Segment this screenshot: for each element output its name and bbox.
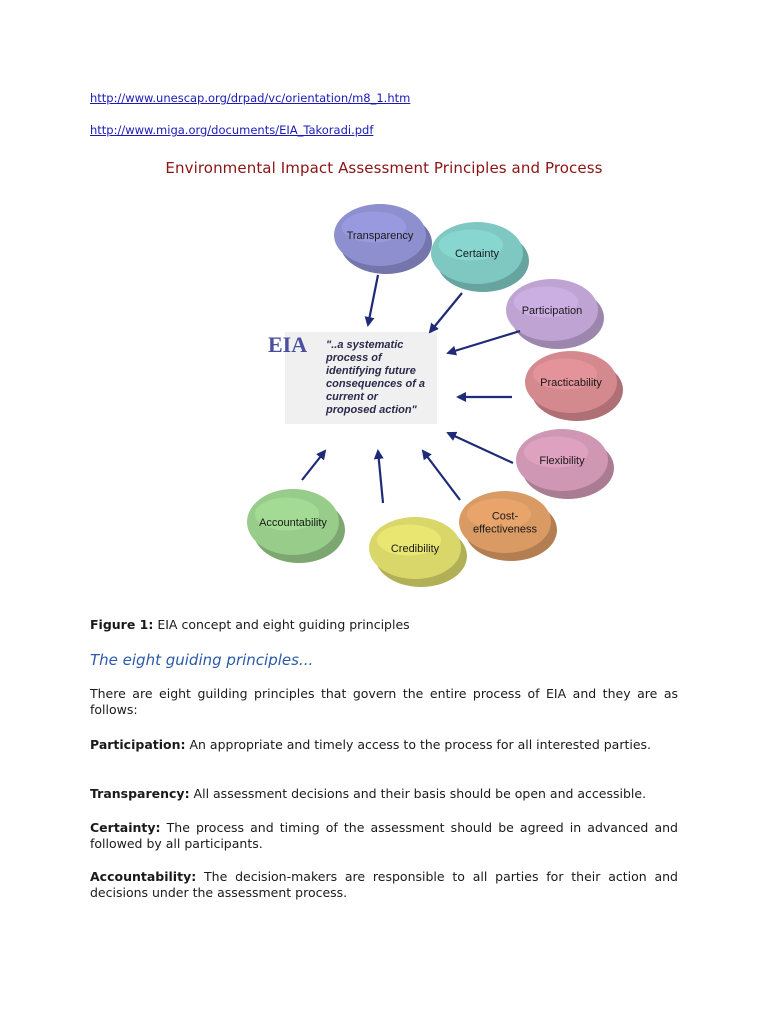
- intro-paragraph: There are eight guilding principles that…: [90, 686, 678, 717]
- definition-text: An appropriate and timely access to the …: [185, 737, 652, 752]
- page-title: Environmental Impact Assessment Principl…: [165, 159, 603, 177]
- quote-line: "..a systematic: [326, 339, 403, 351]
- definition-term: Participation:: [90, 737, 186, 752]
- eia-logo: EIA: [268, 332, 307, 357]
- principle-disk-participation: Participation: [506, 279, 604, 349]
- principle-label: Cost-: [492, 511, 519, 523]
- reference-link-miga[interactable]: http://www.miga.org/documents/EIA_Takora…: [90, 123, 374, 137]
- principle-label: Credibility: [391, 543, 440, 555]
- principle-arrow: [373, 449, 385, 504]
- principle-label: Accountability: [259, 517, 327, 529]
- definition-term: Certainty:: [90, 820, 161, 835]
- principle-arrow: [364, 274, 380, 327]
- principle-arrow: [428, 292, 463, 334]
- definition-certainty: Certainty: The process and timing of the…: [90, 820, 678, 852]
- principle-label: Flexibility: [539, 455, 585, 467]
- reference-link-unescap[interactable]: http://www.unescap.org/drpad/vc/orientat…: [90, 91, 411, 105]
- principle-arrow: [446, 431, 514, 464]
- principle-arrow: [301, 449, 327, 481]
- definition-transparency: Transparency: All assessment decisions a…: [90, 786, 678, 802]
- definition-term: Transparency:: [90, 786, 190, 801]
- definition-text: The process and timing of the assessment…: [90, 820, 678, 851]
- quote-line: consequences of a: [326, 378, 425, 390]
- principle-arrow: [446, 329, 521, 356]
- principle-label: Practicability: [540, 377, 602, 389]
- eia-definition-box: [285, 332, 437, 424]
- principle-disk-flexibility: Flexibility: [516, 429, 614, 499]
- principle-label: Participation: [522, 305, 583, 317]
- principle-label: Certainty: [455, 248, 500, 260]
- quote-line: identifying future: [326, 365, 416, 377]
- principle-disk-cost-effectiveness: Cost-effectiveness: [459, 491, 557, 561]
- quote-line: current or: [326, 391, 379, 403]
- principle-disk-certainty: Certainty: [431, 222, 529, 292]
- principle-label: Transparency: [347, 230, 414, 242]
- principle-disk-credibility: Credibility: [369, 517, 467, 587]
- principle-arrow: [421, 449, 461, 501]
- definition-term: Accountability:: [90, 869, 197, 884]
- definition-participation: Participation: An appropriate and timely…: [90, 737, 678, 753]
- definition-text: All assessment decisions and their basis…: [189, 786, 647, 801]
- eia-principles-diagram: EIA "..a systematic process of identifyi…: [247, 204, 623, 587]
- quote-line: proposed action": [325, 404, 418, 416]
- caption-text: EIA concept and eight guiding principles: [153, 617, 410, 632]
- figure-caption: Figure 1: EIA concept and eight guiding …: [90, 617, 410, 632]
- principle-label: effectiveness: [473, 524, 538, 536]
- definition-accountability: Accountability: The decision-makers are …: [90, 869, 678, 901]
- principle-disk-transparency: Transparency: [334, 204, 432, 274]
- principle-disk-practicability: Practicability: [525, 351, 623, 421]
- caption-label: Figure 1:: [90, 617, 154, 632]
- principle-disk-accountability: Accountability: [247, 489, 345, 563]
- eia-definition-quote: "..a systematic process of identifying f…: [325, 339, 425, 416]
- quote-line: process of: [325, 352, 383, 364]
- section-heading: The eight guiding principles...: [90, 651, 314, 669]
- definition-text: The decision-makers are responsible to a…: [90, 869, 678, 900]
